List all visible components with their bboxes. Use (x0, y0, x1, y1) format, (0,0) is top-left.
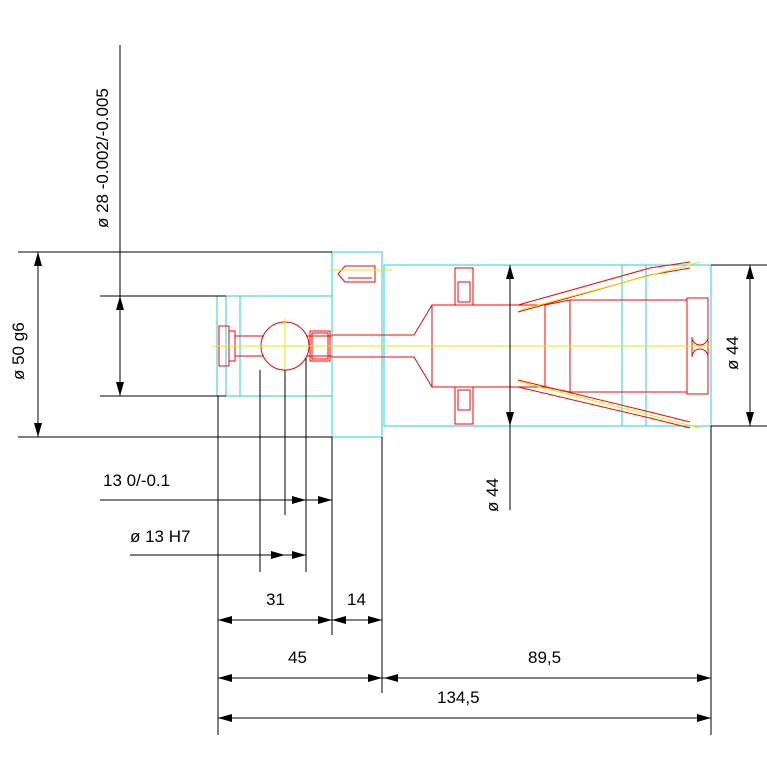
dim-h13-label: ø 13 H7 (130, 527, 190, 546)
dim-d28-label: ø 28 -0.002/-0.005 (93, 88, 112, 228)
dim-tol13-label: 13 0/-0.1 (103, 471, 170, 490)
internal-geometry (218, 261, 709, 429)
centerlines (212, 261, 711, 429)
dimension-labels: ø 28 -0.002/-0.005 ø 50 g6 ø 44 ø 44 13 … (9, 88, 742, 707)
dim-d50-label: ø 50 g6 (9, 322, 28, 380)
dim-45-label: 45 (288, 648, 307, 667)
dim-14-label: 14 (347, 590, 366, 609)
dim-134-label: 134,5 (437, 688, 480, 707)
dim-31-label: 31 (266, 590, 285, 609)
dim-d44-bottom-label: ø 44 (483, 478, 502, 512)
dimension-lines (18, 45, 767, 735)
dim-89-label: 89,5 (528, 648, 561, 667)
dimension-arrows (34, 252, 754, 722)
dim-d44-right-label: ø 44 (723, 336, 742, 370)
